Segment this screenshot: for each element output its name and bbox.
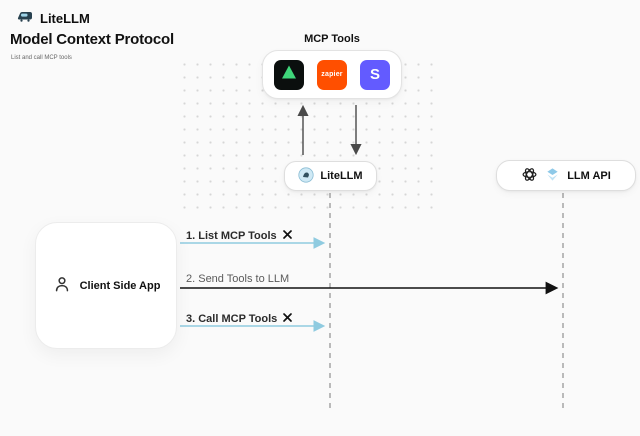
client-node-label: Client Side App [79, 279, 161, 292]
llm-provider-icon [545, 167, 560, 185]
step-2-text: 2. Send Tools to LLM [186, 273, 290, 285]
litellm-logo-icon [16, 7, 34, 30]
litellm-node-label: LiteLLM [320, 170, 363, 182]
litellm-logo: LiteLLM [16, 7, 90, 30]
client-side-app-node: Client Side App [35, 222, 177, 349]
tools-icon [282, 312, 293, 326]
mcp-tools-label: MCP Tools [304, 33, 360, 45]
step-3-label: 3. Call MCP Tools [186, 312, 293, 326]
mcp-tools-box: zapier S [262, 50, 402, 99]
llm-api-node: LLM API [496, 160, 636, 191]
litellm-logo-text: LiteLLM [40, 11, 90, 26]
person-icon [52, 274, 72, 297]
litellm-node: LiteLLM [284, 161, 377, 191]
litellm-node-icon [298, 166, 315, 186]
step-1-text: 1. List MCP Tools [186, 230, 277, 242]
zapier-wordmark: zapier [321, 71, 343, 78]
page-subtitle: List and call MCP tools [11, 55, 72, 61]
zapier-tool-tile: zapier [317, 59, 347, 90]
openai-icon [521, 166, 538, 186]
step-1-label: 1. List MCP Tools [186, 229, 293, 243]
stripe-s-glyph: S [369, 66, 380, 83]
green-triangle-tool-tile [274, 59, 304, 90]
llm-api-node-label: LLM API [567, 169, 611, 182]
tools-icon [282, 229, 293, 243]
triangle-icon [280, 63, 298, 86]
step-2-label: 2. Send Tools to LLM [186, 273, 289, 285]
page-title: Model Context Protocol [10, 31, 174, 48]
stripe-tool-tile: S [360, 59, 390, 90]
step-3-text: 3. Call MCP Tools [186, 313, 278, 325]
